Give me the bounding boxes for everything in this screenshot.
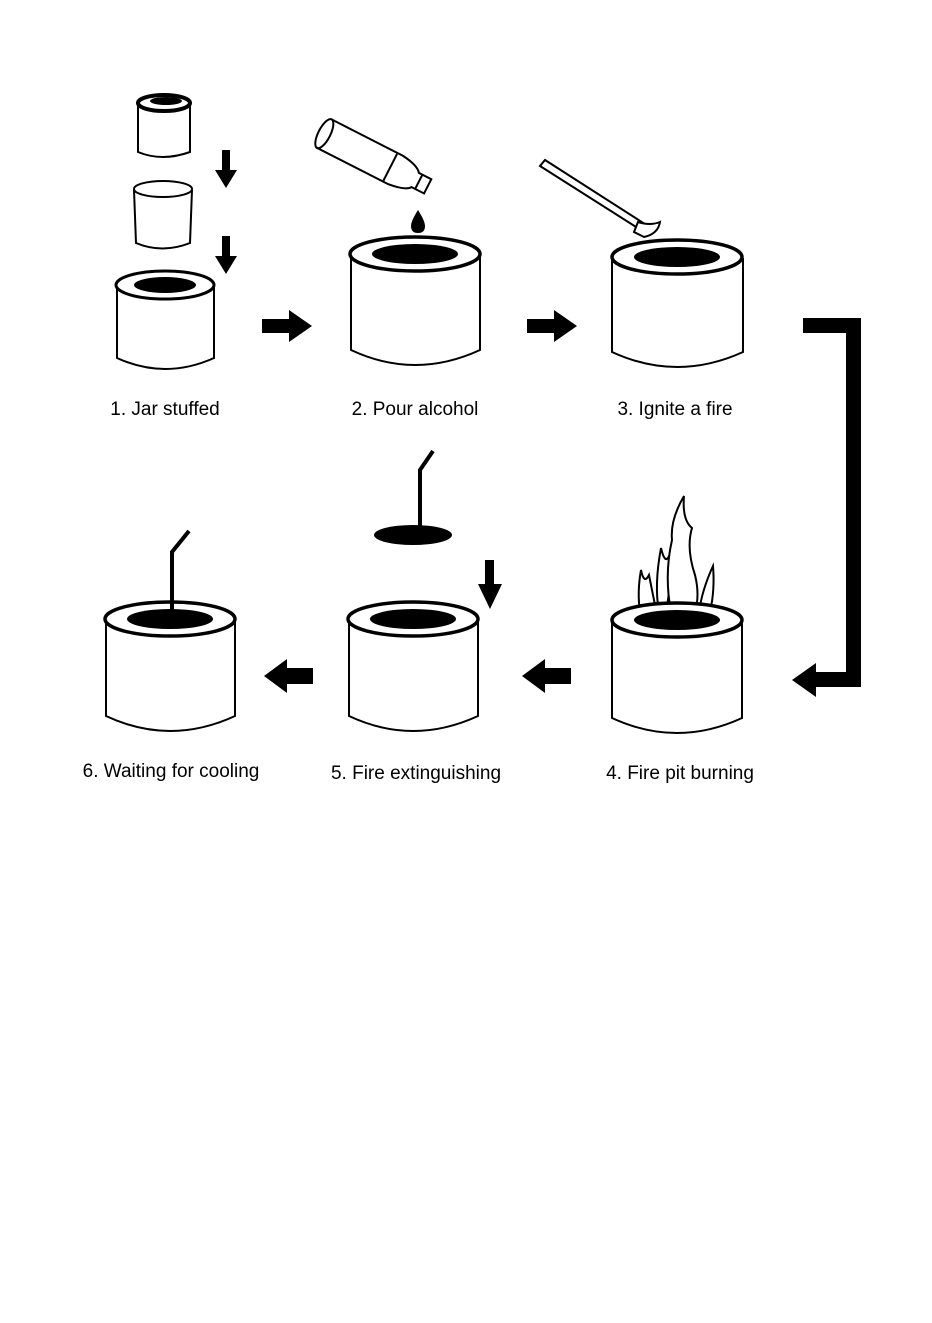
step-2-illustration xyxy=(312,117,480,365)
step-2-label: 2. Pour alcohol xyxy=(352,399,479,421)
step-3-illustration xyxy=(540,160,743,367)
down-arrow-icon xyxy=(215,236,237,274)
alcohol-drop-icon xyxy=(411,210,425,233)
lighter-stick-icon xyxy=(540,160,660,237)
pot-step-4 xyxy=(612,603,742,733)
step-5-label: 5. Fire extinguishing xyxy=(331,763,501,785)
step-1-label: 1. Jar stuffed xyxy=(110,399,220,421)
down-arrow-icon xyxy=(478,560,502,609)
snuffer-lid-icon xyxy=(374,451,452,545)
right-arrow-icon xyxy=(527,310,577,342)
step-4-label: 4. Fire pit burning xyxy=(606,763,754,785)
step-5-illustration xyxy=(348,451,502,731)
insert-jar-middle xyxy=(134,181,192,249)
left-arrow-icon xyxy=(522,659,571,693)
bottle-icon xyxy=(312,117,435,201)
down-arrow-icon xyxy=(215,150,237,188)
flame-icon xyxy=(639,496,714,612)
pot-step-1 xyxy=(116,271,214,369)
right-arrow-icon xyxy=(262,310,312,342)
pot-step-2 xyxy=(350,237,480,365)
step-4-illustration xyxy=(612,496,742,733)
pot-step-5 xyxy=(348,602,478,731)
insert-jar-top xyxy=(138,95,190,157)
pot-step-3 xyxy=(612,240,743,367)
step-3-label: 3. Ignite a fire xyxy=(617,399,732,421)
left-arrow-icon xyxy=(264,659,313,693)
step-6-label: 6. Waiting for cooling xyxy=(83,761,260,783)
step-6-illustration xyxy=(105,531,235,731)
step-1-illustration xyxy=(116,95,237,369)
connector-arrow-icon xyxy=(792,318,861,697)
pot-step-6 xyxy=(105,602,235,731)
